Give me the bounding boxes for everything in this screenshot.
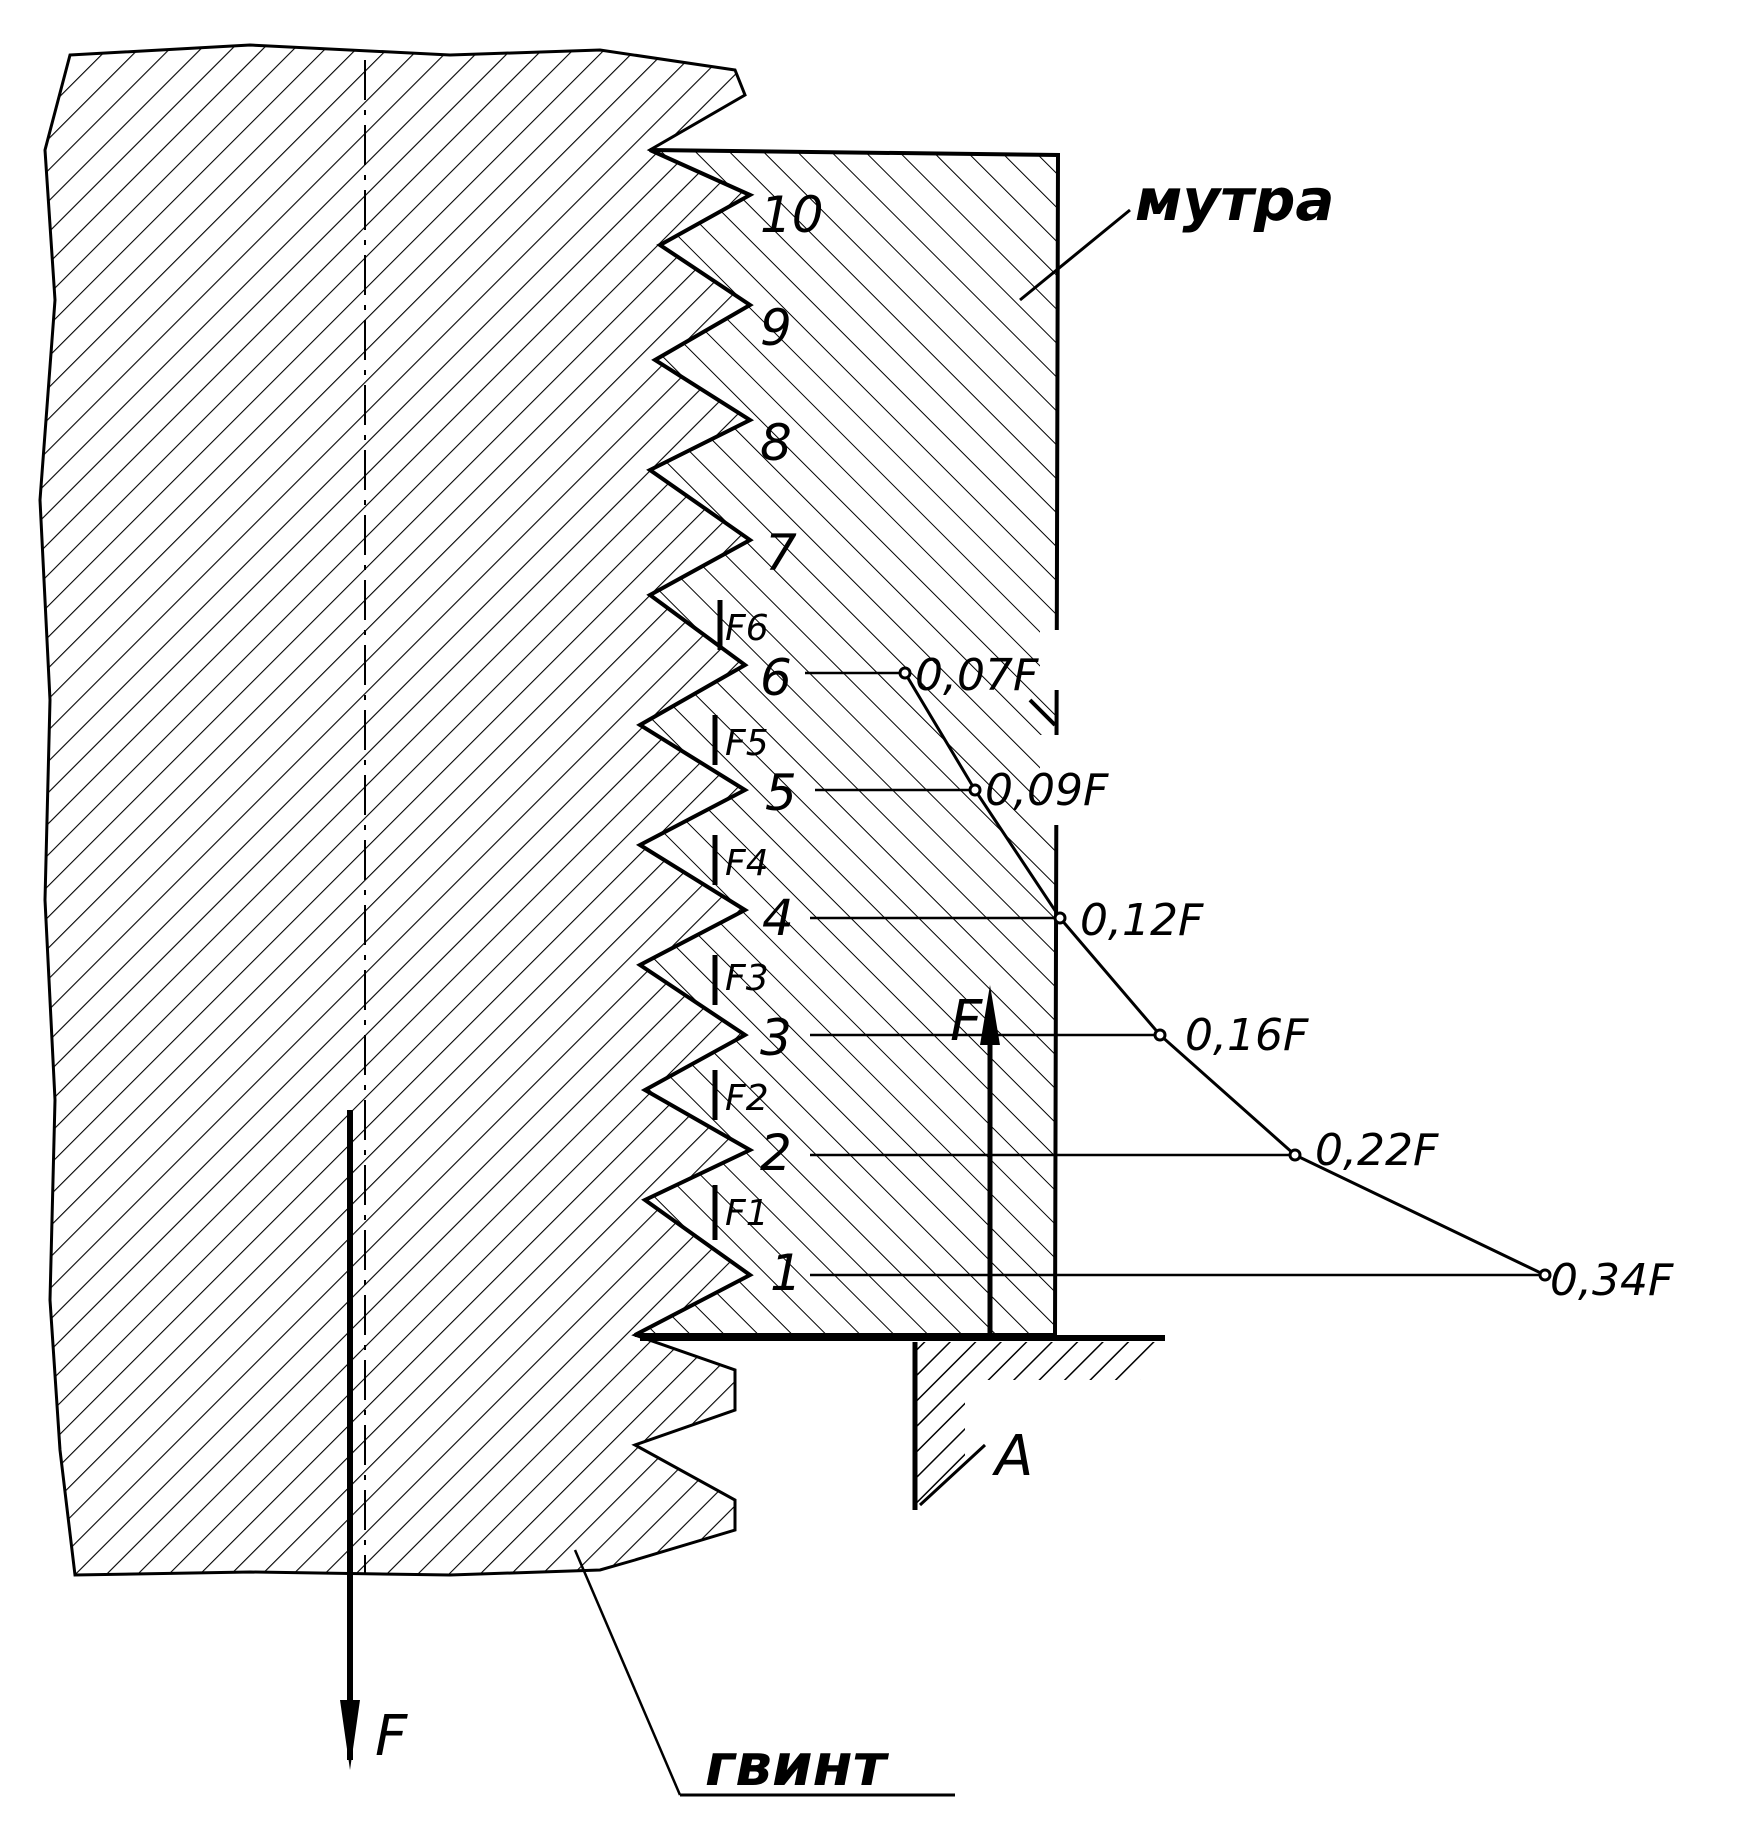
force-down-label: F (375, 1704, 408, 1769)
thread-number-6: 6 (760, 649, 792, 707)
nut-edge-gap-2 (1040, 735, 1070, 825)
force-label-f6: F6 (725, 608, 769, 649)
screw-label: гвинт (705, 1731, 890, 1799)
load-value-thread-4: 0,12F (1080, 895, 1204, 946)
force-label-f2: F2 (725, 1078, 769, 1119)
nut-leader-line (1019, 208, 1131, 302)
force-up-label: F (950, 989, 983, 1054)
load-value-thread-1: 0,34F (1550, 1255, 1674, 1306)
load-curve (903, 672, 1546, 1277)
load-lines (805, 671, 1545, 1277)
thread-number-10: 10 (760, 186, 824, 244)
thread-number-7: 7 (765, 524, 797, 582)
thread-number-3: 3 (760, 1009, 792, 1067)
force-down-arrowhead (340, 1700, 360, 1770)
force-up-arrowhead (980, 985, 1000, 1045)
support-hatched-block (915, 1342, 1160, 1510)
thread-force-ticks (712, 600, 723, 1240)
load-value-thread-6: 0,07F (915, 650, 1039, 701)
support-leader (918, 1443, 987, 1507)
thread-numbers: 10 9 8 7 6 5 4 3 2 1 (760, 186, 824, 1302)
load-values: 0,07F 0,09F 0,12F 0,16F 0,22F 0,34F (915, 650, 1674, 1306)
load-value-thread-2: 0,22F (1315, 1125, 1439, 1176)
load-value-thread-3: 0,16F (1185, 1010, 1309, 1061)
thread-force-labels: F6 F5 F4 F3 F2 F1 (725, 608, 769, 1234)
force-label-f4: F4 (725, 843, 769, 884)
screw-leader-line (573, 1549, 682, 1796)
load-value-thread-5: 0,09F (985, 765, 1109, 816)
thread-number-4: 4 (762, 889, 794, 947)
support-label: A (992, 1424, 1033, 1489)
force-label-f3: F3 (725, 958, 769, 999)
force-label-f1: F1 (725, 1193, 769, 1234)
nut-edge-mark (1028, 698, 1057, 727)
screw-body (38, 43, 754, 1577)
thread-number-2: 2 (760, 1124, 792, 1182)
force-label-f5: F5 (725, 723, 769, 764)
nut-label: мутра (1135, 166, 1335, 234)
thread-number-8: 8 (760, 414, 792, 472)
thread-number-5: 5 (765, 764, 797, 822)
load-points (898, 666, 1552, 1282)
thread-number-9: 9 (760, 299, 792, 357)
nut-edge-gap-1 (1040, 630, 1070, 690)
thread-number-1: 1 (770, 1244, 802, 1302)
